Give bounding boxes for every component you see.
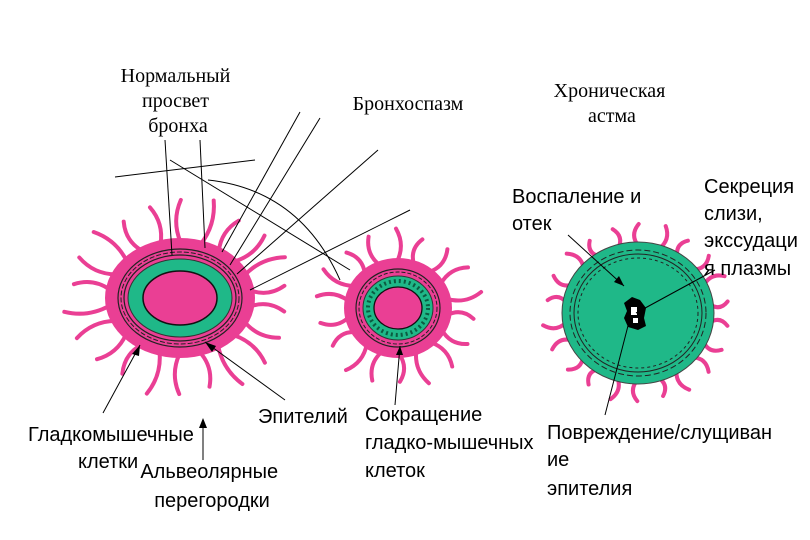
label-smooth-muscle-contraction: Сокращение гладко-мышечных клеток	[365, 404, 539, 482]
spasm-smooth-muscle	[355, 268, 441, 348]
alveolar-attachment	[438, 265, 470, 286]
alveolar-attachment	[121, 219, 144, 253]
alveolar-attachment	[427, 247, 450, 274]
alveolar-attachment	[174, 198, 183, 244]
normal-bronchus	[62, 198, 287, 397]
label-mucus-secretion: Секреция слизи, экссудаци я плазмы	[704, 176, 804, 280]
alveolar-attachment	[231, 333, 267, 365]
alveolar-attachment	[74, 318, 118, 341]
label-bronchospasm: Бронхоспазм	[353, 93, 464, 115]
alveolar-attachment	[172, 352, 182, 397]
mucus-plug	[631, 307, 637, 315]
alveolar-attachment	[91, 230, 129, 263]
bronchospasm-bronchus	[314, 226, 484, 386]
alveolar-attachment	[314, 291, 351, 304]
alveolar-attachment	[216, 218, 241, 254]
alveolar-attachment	[366, 234, 382, 268]
alveolar-attachment	[144, 349, 162, 396]
chronic-asthma-bronchus	[541, 222, 730, 404]
arrowheads	[132, 276, 624, 428]
alveolar-attachment	[77, 255, 118, 277]
alveolar-attachment	[344, 250, 367, 276]
alveolar-attachment	[413, 348, 431, 386]
alveolar-attachment	[232, 233, 267, 264]
label-smooth-muscle-cells: Гладкомышечные клетки	[28, 424, 199, 473]
label-chronic-asthma: Хроническая астма	[554, 80, 671, 127]
alveolar-attachment	[95, 332, 128, 362]
alveolar-attachment	[148, 205, 164, 247]
label-epithelial-damage: Повреждение/слущиван ие эпителия	[547, 422, 778, 500]
alveolar-attachment	[344, 342, 369, 373]
normal-lumen	[142, 270, 218, 326]
label-epithelium: Эпителий	[258, 406, 348, 428]
alveolar-attachment	[197, 349, 213, 389]
alveolar-attachment	[397, 352, 407, 384]
alveolar-attachment	[198, 198, 216, 247]
alveolar-attachment	[242, 255, 287, 278]
label-normal-lumen: Нормальный просвет бронха	[121, 65, 236, 137]
alveolar-attachment	[248, 302, 287, 314]
alveolar-attachment	[62, 303, 112, 316]
alveolar-attachment	[445, 290, 484, 303]
alveolar-attachment	[71, 280, 112, 292]
label-inflammation-edema: Воспаление и отек	[512, 186, 647, 235]
alveolar-attachment	[318, 315, 351, 327]
spasm-lumen	[373, 286, 423, 330]
alveolar-attachment	[216, 343, 245, 386]
pointer-lines	[102, 111, 716, 460]
label-alveolar-septa: Альвеолярные перегородки	[140, 461, 283, 512]
alveolar-attachment	[242, 319, 281, 340]
alveolar-attachment	[394, 226, 403, 264]
alveolar-attachment	[369, 349, 385, 383]
alveolar-attachment	[439, 328, 470, 347]
smooth-muscle-layer	[117, 248, 243, 348]
alveolar-attachment	[429, 340, 455, 369]
